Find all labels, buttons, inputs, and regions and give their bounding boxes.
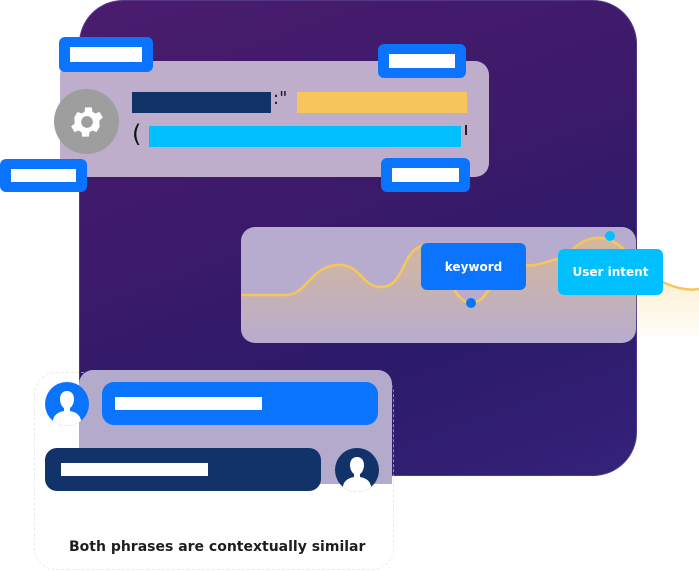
code-open-paren: ( — [132, 120, 142, 148]
keyword-bubble: keyword — [421, 243, 526, 290]
code-token-yellow — [297, 92, 467, 113]
avatar-user-icon — [45, 382, 89, 426]
tag-placeholder — [389, 54, 455, 68]
message-bubble-user1 — [102, 382, 378, 425]
tag-label — [378, 44, 466, 78]
gear-icon — [54, 89, 119, 154]
caption-text: Both phrases are contextually similar — [69, 539, 366, 555]
person-icon — [343, 457, 371, 492]
message-placeholder — [61, 463, 208, 476]
gear-glyph — [70, 106, 103, 137]
user-intent-bubble: User intent — [558, 249, 663, 295]
code-card — [60, 61, 489, 177]
code-closing-quote — [465, 125, 467, 135]
tag-label — [381, 158, 470, 192]
message-placeholder — [115, 397, 262, 410]
avatar-user-icon — [335, 448, 379, 492]
tag-label — [59, 37, 153, 72]
message-bubble-user2 — [45, 448, 321, 491]
code-token-navy — [132, 92, 271, 113]
tag-placeholder — [392, 168, 459, 182]
intent-point — [605, 231, 615, 241]
tag-placeholder — [11, 169, 76, 182]
tag-placeholder — [70, 47, 142, 62]
code-token-cyan — [149, 126, 461, 147]
tag-label — [0, 159, 87, 192]
person-icon — [53, 391, 81, 426]
keyword-point — [466, 298, 476, 308]
code-colon-quote: :" — [273, 88, 288, 109]
